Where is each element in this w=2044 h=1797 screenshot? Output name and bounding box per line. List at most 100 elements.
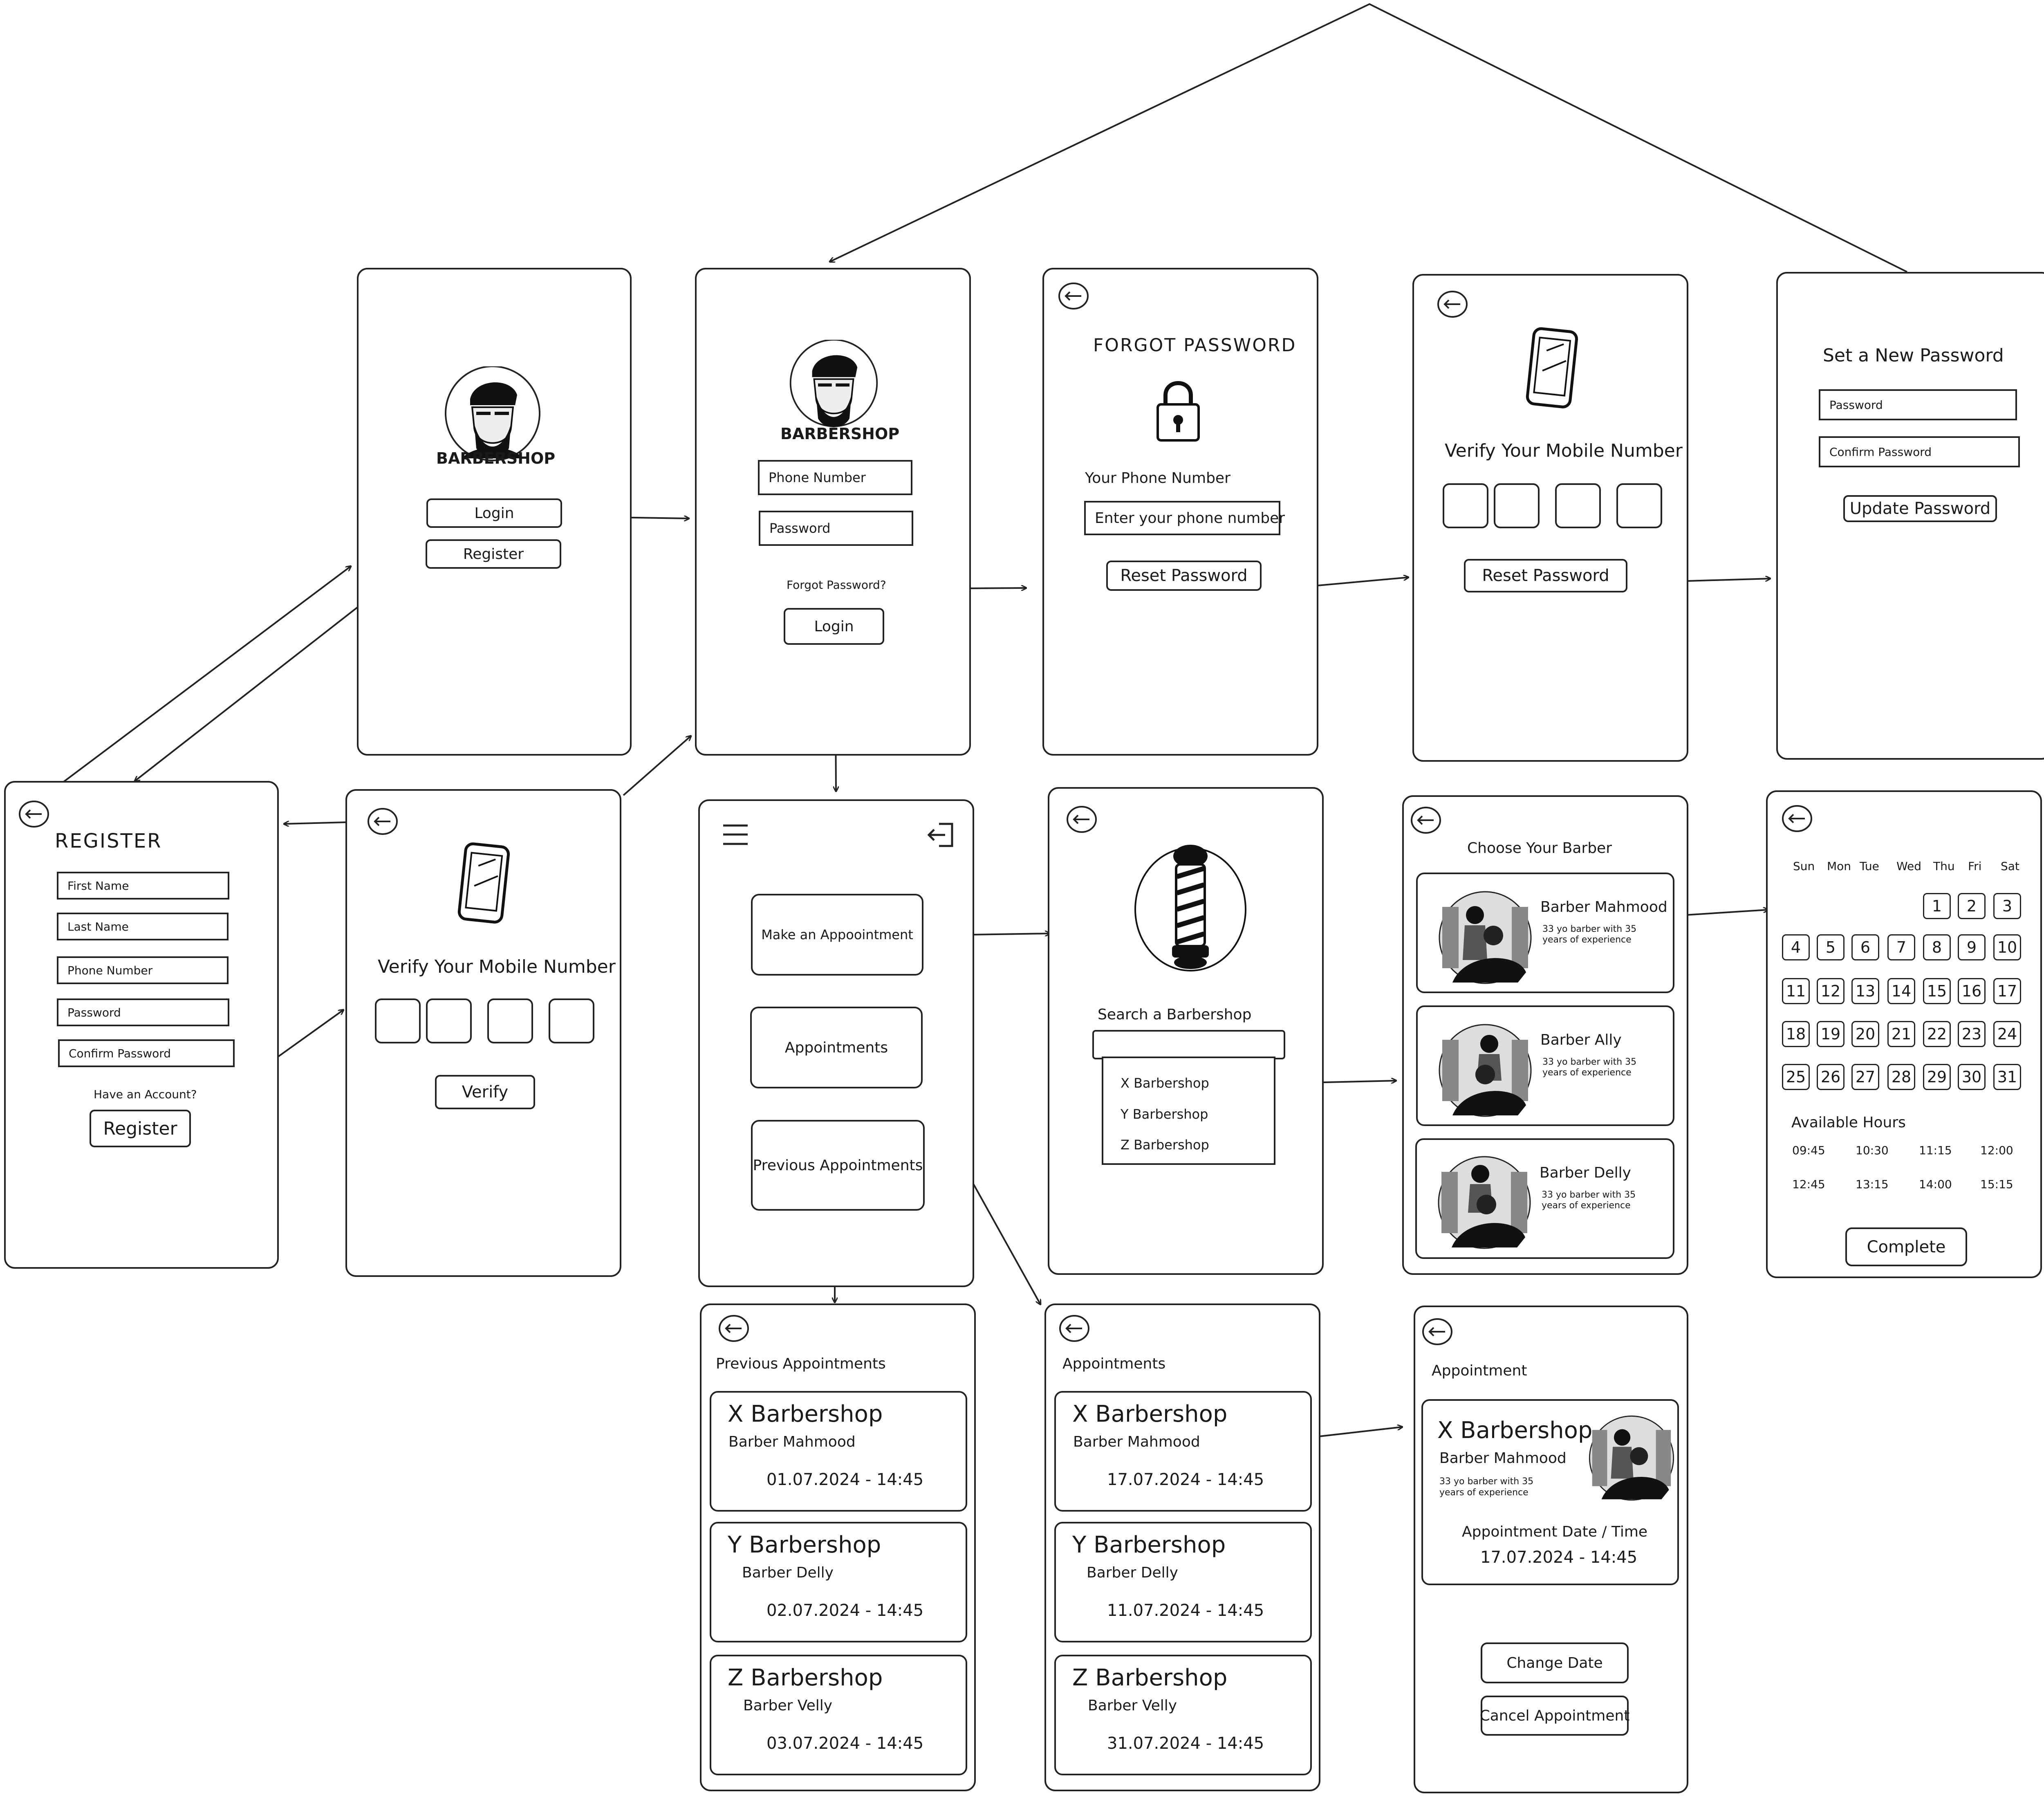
calendar-day[interactable]: 23 bbox=[1958, 1021, 1986, 1047]
register-submit-button[interactable]: Register bbox=[90, 1110, 191, 1147]
calendar-day[interactable]: 22 bbox=[1923, 1021, 1951, 1047]
search-result-item[interactable]: Z Barbershop bbox=[1121, 1137, 1209, 1153]
have-account-text[interactable]: Have an Account? bbox=[94, 1088, 197, 1101]
forgot-password-link[interactable]: Forgot Password? bbox=[787, 578, 886, 592]
calendar-day[interactable]: 1 bbox=[1923, 893, 1951, 919]
appointment-card[interactable]: X Barbershop Barber Mahmood 01.07.2024 -… bbox=[710, 1391, 967, 1512]
calendar-day[interactable]: 31 bbox=[1993, 1064, 2021, 1090]
calendar-day[interactable]: 21 bbox=[1887, 1021, 1915, 1047]
search-input[interactable] bbox=[1092, 1030, 1285, 1059]
calendar-day[interactable]: 18 bbox=[1782, 1021, 1810, 1047]
code-box-4[interactable] bbox=[1616, 483, 1662, 528]
back-arrow-icon[interactable] bbox=[1437, 290, 1468, 319]
code-box-2[interactable] bbox=[426, 998, 472, 1043]
code-box-3[interactable] bbox=[1555, 483, 1601, 528]
calendar-day[interactable]: 9 bbox=[1958, 934, 1986, 960]
hour-slot[interactable]: 13:15 bbox=[1856, 1178, 1889, 1191]
hour-slot[interactable]: 14:00 bbox=[1919, 1178, 1952, 1191]
login-submit-button[interactable]: Login bbox=[784, 608, 884, 645]
code-box-1[interactable] bbox=[1443, 483, 1488, 528]
login-button[interactable]: Login bbox=[426, 498, 562, 528]
calendar-day[interactable]: 17 bbox=[1993, 978, 2021, 1004]
calendar-day[interactable]: 3 bbox=[1993, 893, 2021, 919]
appointments-button[interactable]: Appointments bbox=[750, 1007, 923, 1088]
appointment-card[interactable]: Z Barbershop Barber Velly 31.07.2024 - 1… bbox=[1054, 1655, 1312, 1775]
hour-slot[interactable]: 10:30 bbox=[1856, 1144, 1889, 1157]
back-arrow-icon[interactable] bbox=[367, 807, 399, 836]
barber-card[interactable]: Barber Delly 33 yo barber with 35 years … bbox=[1415, 1138, 1674, 1259]
back-arrow-icon[interactable] bbox=[18, 800, 50, 828]
calendar-day[interactable]: 19 bbox=[1817, 1021, 1845, 1047]
barber-card[interactable]: Barber Mahmood 33 yo barber with 35 year… bbox=[1416, 873, 1674, 993]
code-box-1[interactable] bbox=[375, 998, 421, 1043]
search-result-item[interactable]: X Barbershop bbox=[1121, 1075, 1209, 1091]
verify-button[interactable]: Verify bbox=[435, 1075, 535, 1109]
calendar-day[interactable]: 28 bbox=[1887, 1064, 1915, 1090]
calendar-day[interactable]: 4 bbox=[1782, 934, 1810, 960]
register-button[interactable]: Register bbox=[426, 539, 561, 569]
hour-slot[interactable]: 12:45 bbox=[1792, 1178, 1825, 1191]
phone-field[interactable]: Phone Number bbox=[758, 460, 912, 495]
previous-title: Previous Appointments bbox=[716, 1355, 886, 1372]
back-arrow-icon[interactable] bbox=[718, 1314, 750, 1343]
complete-button[interactable]: Complete bbox=[1845, 1227, 1967, 1266]
first-name-field[interactable]: First Name bbox=[57, 872, 229, 900]
calendar-day[interactable]: 24 bbox=[1993, 1021, 2021, 1047]
calendar-day[interactable]: 14 bbox=[1887, 978, 1915, 1004]
barber-card[interactable]: Barber Ally 33 yo barber with 35 years o… bbox=[1416, 1005, 1674, 1126]
last-name-field[interactable]: Last Name bbox=[57, 913, 229, 940]
calendar-day[interactable]: 27 bbox=[1851, 1064, 1879, 1090]
back-arrow-icon[interactable] bbox=[1058, 282, 1089, 310]
calendar-day[interactable]: 25 bbox=[1782, 1064, 1810, 1090]
calendar-day[interactable]: 20 bbox=[1851, 1021, 1879, 1047]
reset-password-button[interactable]: Reset Password bbox=[1464, 559, 1627, 592]
code-box-4[interactable] bbox=[549, 998, 594, 1043]
code-box-3[interactable] bbox=[487, 998, 533, 1043]
reset-password-button[interactable]: Reset Password bbox=[1106, 561, 1262, 591]
back-arrow-icon[interactable] bbox=[1066, 805, 1098, 834]
calendar-day[interactable]: 7 bbox=[1887, 934, 1915, 960]
phone-field[interactable]: Enter your phone number bbox=[1084, 501, 1285, 535]
calendar-day[interactable]: 26 bbox=[1817, 1064, 1845, 1090]
back-arrow-icon[interactable] bbox=[1781, 804, 1813, 833]
change-date-button[interactable]: Change Date bbox=[1481, 1642, 1629, 1683]
update-password-button[interactable]: Update Password bbox=[1843, 495, 1997, 522]
make-appointment-button[interactable]: Make an Appoointment bbox=[751, 894, 923, 976]
back-arrow-icon[interactable] bbox=[1410, 806, 1442, 835]
appointment-card[interactable]: Y Barbershop Barber Delly 02.07.2024 - 1… bbox=[710, 1522, 967, 1642]
calendar-day[interactable]: 6 bbox=[1851, 934, 1879, 960]
calendar-day[interactable]: 12 bbox=[1817, 978, 1845, 1004]
confirm-password-field[interactable]: Confirm Password bbox=[58, 1039, 235, 1067]
appointment-card[interactable]: Z Barbershop Barber Velly 03.07.2024 - 1… bbox=[710, 1655, 967, 1775]
hour-slot[interactable]: 12:00 bbox=[1980, 1144, 2013, 1157]
password-field[interactable]: Password bbox=[759, 511, 913, 546]
logout-icon[interactable] bbox=[927, 821, 955, 849]
appointment-card[interactable]: Y Barbershop Barber Delly 11.07.2024 - 1… bbox=[1054, 1522, 1312, 1642]
password-field[interactable]: Password bbox=[57, 998, 229, 1026]
hour-slot[interactable]: 09:45 bbox=[1792, 1144, 1825, 1157]
calendar-day[interactable]: 11 bbox=[1782, 978, 1810, 1004]
previous-appointments-button[interactable]: Previous Appointments bbox=[751, 1120, 925, 1211]
calendar-day[interactable]: 2 bbox=[1958, 893, 1986, 919]
hour-slot[interactable]: 11:15 bbox=[1919, 1144, 1952, 1157]
calendar-day[interactable]: 8 bbox=[1923, 934, 1951, 960]
back-arrow-icon[interactable] bbox=[1421, 1317, 1453, 1346]
calendar-day[interactable]: 29 bbox=[1923, 1064, 1951, 1090]
calendar-day[interactable]: 5 bbox=[1817, 934, 1845, 960]
hour-slot[interactable]: 15:15 bbox=[1980, 1178, 2013, 1191]
back-arrow-icon[interactable] bbox=[1058, 1314, 1090, 1343]
confirm-password-field[interactable]: Confirm Password bbox=[1819, 436, 2020, 467]
calendar-day[interactable]: 15 bbox=[1923, 978, 1951, 1004]
menu-icon[interactable] bbox=[722, 823, 749, 846]
code-box-2[interactable] bbox=[1494, 483, 1540, 528]
appointment-card[interactable]: X Barbershop Barber Mahmood 17.07.2024 -… bbox=[1054, 1391, 1312, 1512]
calendar-day[interactable]: 10 bbox=[1993, 934, 2021, 960]
phone-field[interactable]: Phone Number bbox=[57, 956, 229, 984]
calendar-day[interactable]: 30 bbox=[1958, 1064, 1986, 1090]
password-field[interactable]: Password bbox=[1819, 389, 2017, 420]
search-result-item[interactable]: Y Barbershop bbox=[1121, 1106, 1208, 1122]
cancel-appointment-button[interactable]: Cancel Appointment bbox=[1480, 1696, 1629, 1736]
lock-icon bbox=[1156, 381, 1200, 442]
calendar-day[interactable]: 16 bbox=[1958, 978, 1986, 1004]
calendar-day[interactable]: 13 bbox=[1851, 978, 1879, 1004]
